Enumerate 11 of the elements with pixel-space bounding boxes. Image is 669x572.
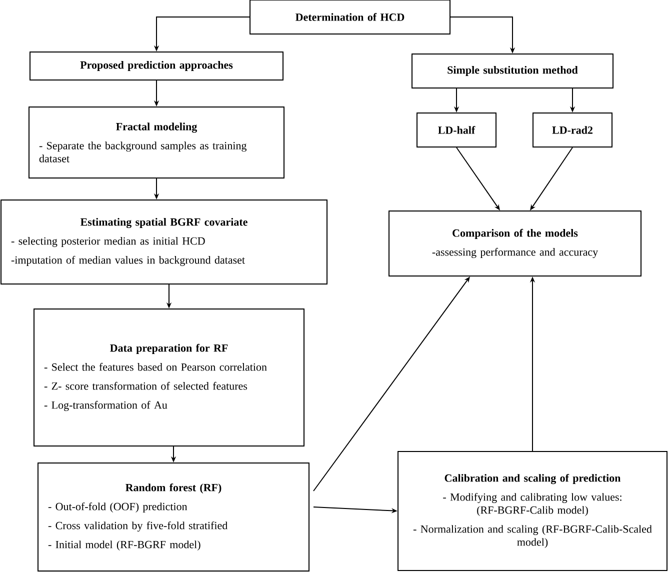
process-box: Determination of HCD	[250, 0, 450, 34]
process-box: LD-rad2	[532, 112, 612, 148]
process-box: Simple substitution method	[412, 54, 614, 88]
process-box: Comparison of the models -assessing performance and accuracy	[388, 210, 642, 276]
process-box: Random forest (RF) - Out-of-fold (OOF) prediction - Cross validation by five-fold stratified - Initial model (RF-BGRF model)	[38, 462, 310, 572]
process-box: Proposed prediction approaches	[30, 52, 284, 80]
process-box: Estimating spatial BGRF covariate - selecting posterior median as initial HCD -imputation of median values in background dataset	[0, 200, 328, 284]
process-box: LD-half	[416, 112, 496, 148]
process-box: Data preparation for RF - Select the features based on Pearson correlation - Z- score transformation of selected features - Log-transformation of Au	[34, 308, 304, 446]
process-box: Fractal modeling - Separate the background samples as training dataset	[28, 106, 284, 178]
process-box: Calibration and scaling of prediction - Modifying and calibrating low values: (RF-BGRF-Calib model) - Normalization and scaling (RF-BGRF-Calib-Scaled model)	[398, 450, 668, 571]
